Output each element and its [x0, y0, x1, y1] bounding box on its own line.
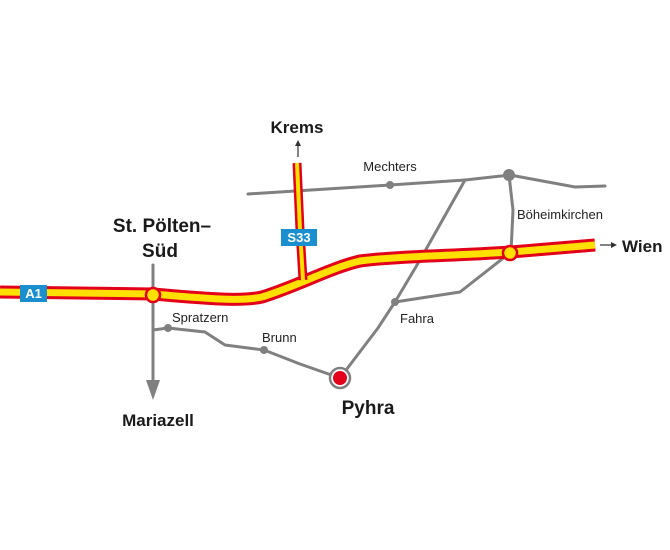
- road-fahra-east: [393, 250, 513, 304]
- label-fahra: Fahra: [400, 311, 435, 326]
- motorway-s33: [292, 162, 308, 281]
- shield-a1: A1: [20, 285, 47, 302]
- label-spratzern: Spratzern: [172, 310, 228, 325]
- village-dot-icon: [386, 181, 394, 189]
- shield-a1-label: A1: [25, 286, 42, 301]
- destination-marker-inner: [333, 371, 347, 385]
- village-dot-icon: [164, 324, 172, 332]
- interchange-circle-icon: [144, 286, 162, 304]
- interchange-circle-icon: [501, 244, 519, 262]
- road-spratzern: [151, 294, 342, 380]
- village-dot-icon: [503, 169, 515, 181]
- motorway-a1: [0, 238, 596, 306]
- road-fahra-diagonal: [338, 178, 467, 380]
- direction-arrow-icon: [295, 140, 301, 146]
- road-mechters: [246, 173, 512, 196]
- local-roads: [151, 173, 607, 384]
- label-mechters: Mechters: [363, 159, 417, 174]
- shield-s33-label: S33: [287, 230, 310, 245]
- label-brunn: Brunn: [262, 330, 297, 345]
- motorway-a1-fill: [0, 241, 596, 303]
- village-dot-icon: [391, 298, 399, 306]
- road-boeheimkirchen-south: [507, 173, 515, 254]
- label-krems: Krems: [271, 118, 324, 137]
- label-mariazell: Mariazell: [122, 411, 194, 430]
- label-pyhra: Pyhra: [342, 398, 395, 419]
- direction-arrow-icon: [611, 242, 617, 248]
- shield-s33: S33: [281, 229, 317, 246]
- direction-arrow-icon: [146, 380, 160, 400]
- village-dot-icon: [260, 346, 268, 354]
- label-wien: Wien: [622, 237, 662, 256]
- road-boeheimkirchen-east: [508, 173, 607, 189]
- label-boeheimkirchen: Böheimkirchen: [517, 207, 603, 222]
- label-st-poelten-line2: Süd: [142, 241, 178, 262]
- label-st-poelten-line1: St. Pölten–: [113, 216, 211, 237]
